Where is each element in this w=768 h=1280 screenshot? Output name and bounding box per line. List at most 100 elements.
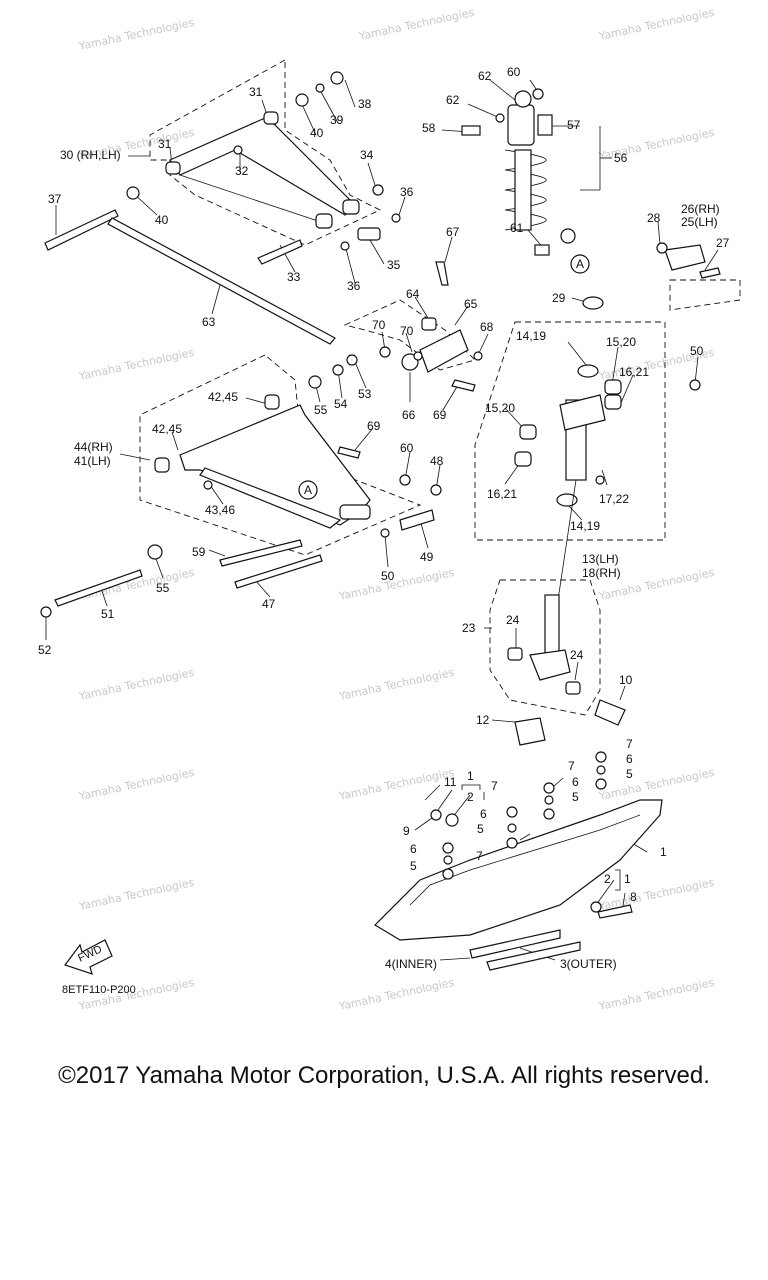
washer-36b <box>340 241 350 251</box>
column-group-outline <box>489 579 601 716</box>
callout-label: 7 <box>568 759 575 773</box>
callout-label: 52 <box>38 643 52 657</box>
bushing-9 <box>430 809 442 821</box>
watermark: Yamaha Technologies <box>597 766 716 803</box>
bushing-42a <box>264 394 280 410</box>
washer-55b <box>147 544 163 560</box>
watermark: Yamaha Technologies <box>597 976 716 1013</box>
callout-label: 40 <box>310 126 324 140</box>
callout-label: 1 <box>660 845 667 859</box>
callout-label: 51 <box>101 607 115 621</box>
bushing-2b <box>590 901 602 913</box>
callout-label: 40 <box>155 213 169 227</box>
callout-label: 54 <box>334 397 348 411</box>
callout-label: 30 (RH,LH) <box>60 148 121 162</box>
damper-12 <box>514 717 546 746</box>
callout-label: 16,21 <box>619 365 649 379</box>
callout-label: 65 <box>464 297 478 311</box>
shock-spring <box>504 149 547 231</box>
grease-nipple-17 <box>595 475 605 485</box>
bushing-42b <box>154 457 170 473</box>
fwd-arrow-icon <box>64 939 113 975</box>
nut-48 <box>430 484 442 496</box>
bolt-8 <box>597 904 633 919</box>
washer-54 <box>332 364 344 376</box>
spindle-knuckle <box>559 394 606 431</box>
callout-label: 16,21 <box>487 487 517 501</box>
runner-3-outer <box>486 941 581 971</box>
callout-label: 3(OUTER) <box>560 957 617 971</box>
nut-7b <box>543 782 555 794</box>
callout-label: 57 <box>567 118 581 132</box>
bushing-24a <box>507 647 523 661</box>
ski-column-base <box>529 649 571 681</box>
callout-label: 34 <box>360 148 374 162</box>
tie-rod <box>107 217 336 345</box>
callout-label: 53 <box>358 387 372 401</box>
tie-rod-end-outline <box>669 279 741 311</box>
bolt-37 <box>44 209 119 251</box>
washer-40b <box>126 186 140 200</box>
callout-label: 8 <box>630 890 637 904</box>
callout-label: 7 <box>491 779 498 793</box>
shock-rod <box>514 149 532 231</box>
bushing-5c <box>506 837 518 849</box>
washer-50b <box>380 528 390 538</box>
callout-label: 42,45 <box>152 422 182 436</box>
watermark: Yamaha Technologies <box>77 666 196 703</box>
callout-label: 42,45 <box>208 390 238 404</box>
shock-upper-eye <box>514 90 532 108</box>
callout-label: 56 <box>614 151 628 165</box>
nut-7a <box>595 751 607 763</box>
callout-label: 69 <box>367 419 381 433</box>
washer-6b <box>544 795 554 805</box>
callout-label: 62 <box>446 93 460 107</box>
bushing-14a <box>577 364 599 378</box>
callout-label: 36 <box>400 185 414 199</box>
callout-label: 11 <box>444 775 457 789</box>
washer-6d <box>443 855 453 865</box>
bushing-14b <box>556 493 578 507</box>
runner-4-inner <box>469 929 561 959</box>
watermark: Yamaha Technologies <box>77 766 196 803</box>
upper-arm-frame <box>169 117 356 216</box>
callout-label: 58 <box>422 121 436 135</box>
callout-label: 49 <box>420 550 434 564</box>
callout-label: 6 <box>572 775 579 789</box>
bolt-27 <box>699 267 721 279</box>
callout-label: 13(LH) <box>582 552 619 566</box>
washer-6c <box>507 823 517 833</box>
bolt-51 <box>54 569 143 607</box>
callout-label: 18(RH) <box>582 566 621 580</box>
bolt-59 <box>219 539 303 567</box>
nut-68 <box>473 351 483 361</box>
callout-label: 44(RH) <box>74 440 113 454</box>
callout-label: 60 <box>400 441 414 455</box>
callout-label: 37 <box>48 192 62 206</box>
nut-34 <box>372 184 384 196</box>
callout-label: 35 <box>387 258 401 272</box>
callout-label: 14,19 <box>570 519 600 533</box>
watermark: Yamaha Technologies <box>337 566 456 603</box>
ref-marker-a-lower <box>298 480 318 500</box>
ski-column-shaft <box>544 594 560 656</box>
washer-6a <box>596 765 606 775</box>
callout-label: 39 <box>330 113 344 127</box>
washer-40a <box>295 93 309 107</box>
bolt-69b <box>337 446 361 459</box>
copyright-notice: ©2017 Yamaha Motor Corporation, U.S.A. A… <box>58 1062 710 1089</box>
pin-11 <box>424 784 441 801</box>
nut-52 <box>40 606 52 618</box>
bracket-group-outline <box>343 299 476 371</box>
callout-label: 60 <box>507 65 521 79</box>
callout-label: 23 <box>462 621 476 635</box>
nut-70a <box>379 346 391 358</box>
bushing-5b <box>543 808 555 820</box>
watermark: Yamaha Technologies <box>337 976 456 1013</box>
callout-label: 62 <box>478 69 492 83</box>
tie-rod-end <box>582 242 721 310</box>
steering-bracket <box>379 261 483 392</box>
bushing-16b <box>514 451 532 467</box>
callout-label: 33 <box>287 270 301 284</box>
upper-arm-bushing-31a <box>263 111 279 125</box>
